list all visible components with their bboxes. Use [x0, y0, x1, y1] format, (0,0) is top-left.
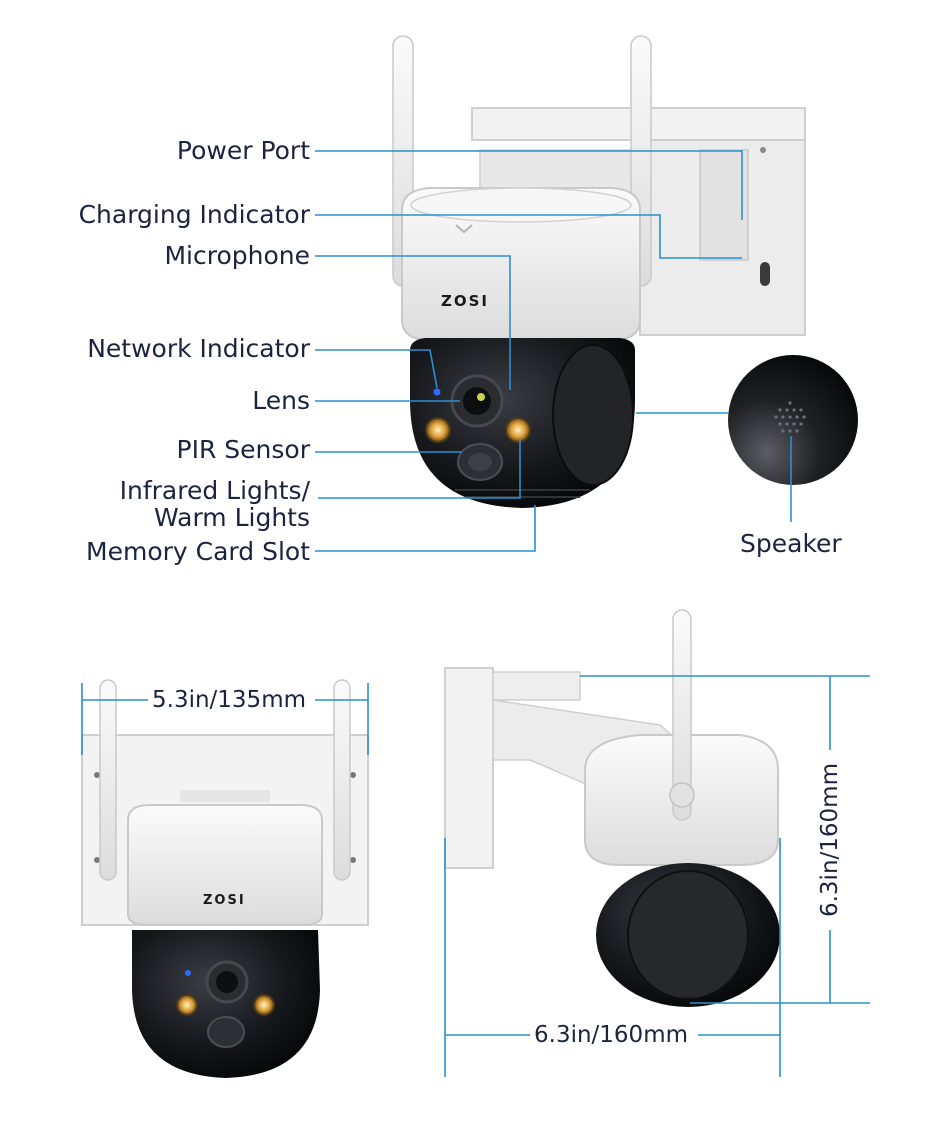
side-view-camera	[444, 609, 780, 1007]
label-charging-indicator: Charging Indicator	[78, 200, 310, 229]
brand-logo-main: ZOSI	[441, 292, 490, 310]
label-memory-card-slot: Memory Card Slot	[86, 537, 310, 566]
dimension-front-width: 5.3in/135mm	[148, 687, 311, 713]
side-dimension-lines	[444, 675, 870, 1077]
label-network-indicator: Network Indicator	[87, 334, 310, 363]
front-dimension-lines	[81, 683, 369, 755]
dimension-side-height: 6.3in/160mm	[817, 751, 843, 929]
main-camera	[392, 35, 806, 508]
dimension-side-width: 6.3in/160mm	[530, 1022, 693, 1048]
label-infrared-lights: Infrared Lights/	[119, 476, 310, 505]
label-warm-lights: Warm Lights	[154, 503, 310, 532]
label-lens: Lens	[252, 386, 310, 415]
label-microphone: Microphone	[164, 241, 310, 270]
front-view-camera	[81, 679, 369, 1078]
label-power-port: Power Port	[176, 136, 310, 165]
label-pir-sensor: PIR Sensor	[176, 435, 310, 464]
label-speaker: Speaker	[740, 529, 842, 558]
brand-logo-front: ZOSI	[203, 893, 246, 908]
callout-lines	[315, 150, 792, 552]
speaker-closeup	[728, 355, 858, 485]
